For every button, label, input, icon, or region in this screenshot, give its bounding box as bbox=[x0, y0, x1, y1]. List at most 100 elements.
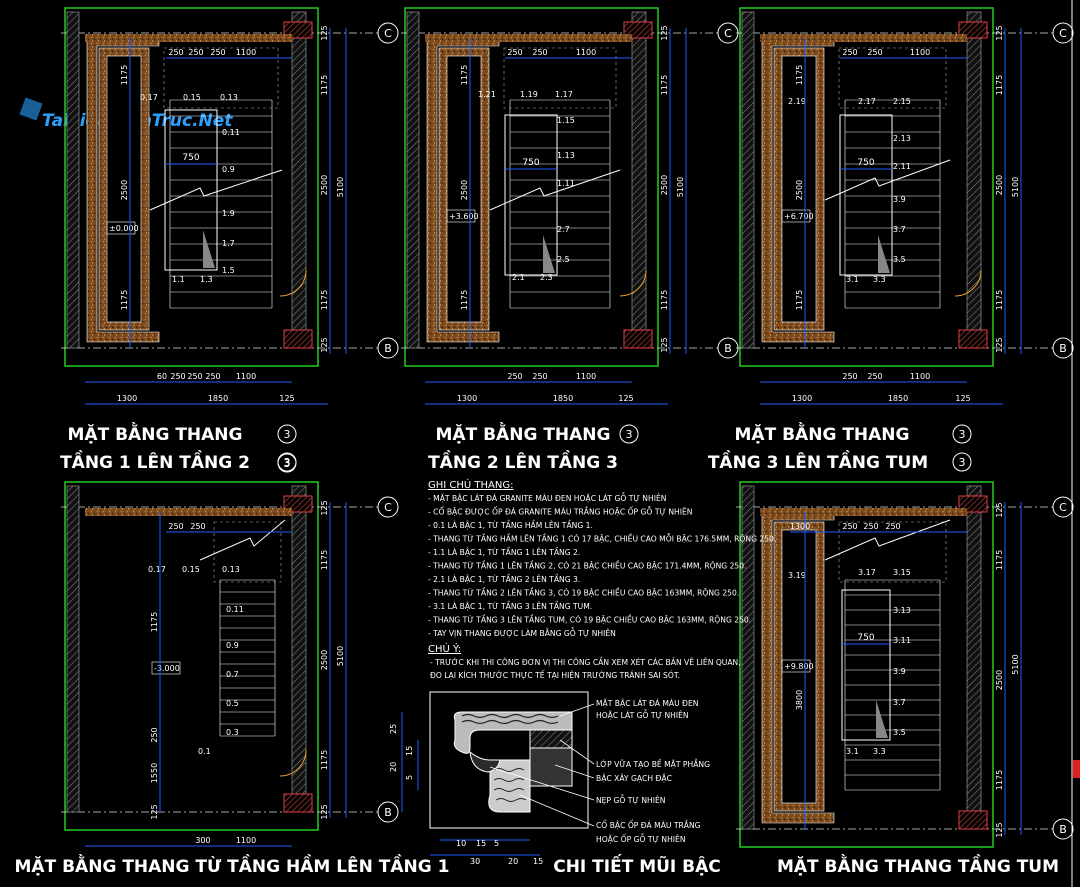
dim-top: 250 bbox=[507, 48, 522, 57]
column-bottom bbox=[623, 329, 653, 349]
step-label: 1.7 bbox=[222, 239, 235, 248]
step-label: 1.13 bbox=[557, 151, 575, 160]
break-line bbox=[824, 519, 951, 561]
note-item: - THANG TỪ TẦNG 3 LÊN TẦNG TUM, CÓ 19 BẬ… bbox=[428, 615, 751, 625]
step-label: 3.15 bbox=[893, 568, 911, 577]
well-dim: 750 bbox=[857, 158, 874, 168]
dim-top: 250 bbox=[842, 48, 857, 57]
red-marker bbox=[1073, 760, 1080, 778]
void bbox=[106, 55, 142, 323]
terrazzo-top bbox=[85, 34, 292, 42]
title-p2-line2: TẦNG 2 LÊN TẦNG 3 bbox=[428, 449, 618, 473]
axis-bubble-label: B bbox=[384, 806, 392, 819]
dim-top: 250 bbox=[210, 48, 225, 57]
handrail-fill bbox=[543, 235, 555, 273]
svg-text:3: 3 bbox=[959, 456, 966, 469]
note-item: - MẶT BẬC LÁT ĐÁ GRANITE MÀU ĐEN HOẶC LÁ… bbox=[428, 493, 666, 503]
step-label: 0.13 bbox=[220, 93, 238, 102]
detail-label-4: BẬC XÂY GẠCH ĐẶC bbox=[596, 774, 672, 783]
detail-label-7: HOẶC ỐP GỖ TỰ NHIÊN bbox=[596, 834, 686, 844]
detail-dim-b4: 30 bbox=[470, 857, 480, 866]
dim-right: 125 bbox=[660, 337, 669, 352]
step-label: 3.7 bbox=[893, 225, 906, 234]
stair-nosing-detail: MẶT BẬC LÁT ĐÁ MÀU ĐEN HOẶC LÁT GỖ TỰ NH… bbox=[389, 691, 710, 866]
dim-bottom-1: 250 bbox=[205, 372, 220, 381]
door-swing bbox=[954, 269, 982, 297]
axis-bubble bbox=[377, 496, 399, 518]
dim-left: 1550 bbox=[150, 763, 159, 783]
detail-title: CHI TIẾT MŨI BẬC bbox=[553, 853, 721, 877]
level-label: +6.700 bbox=[784, 212, 814, 221]
dim-top: 250 bbox=[863, 522, 878, 531]
step-label: 0.9 bbox=[226, 641, 239, 650]
step-label: 1.5 bbox=[222, 266, 235, 275]
dim-right: 125 bbox=[995, 25, 1004, 40]
step-label: 1.19 bbox=[520, 90, 538, 99]
axis-bubble bbox=[1052, 337, 1074, 359]
break-line bbox=[824, 159, 951, 201]
axis-bubble-label: B bbox=[1059, 823, 1067, 836]
level-box bbox=[151, 661, 181, 675]
step-label: 3.1 bbox=[846, 275, 859, 284]
dim-bottom-1: 250 bbox=[170, 372, 185, 381]
axis-bubble bbox=[1052, 818, 1074, 840]
dim-bottom-2: 1850 bbox=[553, 394, 573, 403]
stair-well bbox=[164, 109, 218, 271]
stair-well bbox=[839, 114, 893, 276]
svg-text:3: 3 bbox=[284, 457, 291, 470]
bubble-p3-a: 3 bbox=[952, 424, 972, 444]
dim-right: 1175 bbox=[320, 750, 329, 770]
dim-left: 1175 bbox=[795, 65, 804, 85]
detail-dim-b3: 5 bbox=[494, 839, 499, 848]
caution-item: - TRƯỚC KHI THI CÔNG ĐƠN VỊ THI CÔNG CẦN… bbox=[430, 657, 741, 667]
axis-bubble-label: C bbox=[1059, 501, 1067, 514]
dim-left: 2500 bbox=[460, 180, 469, 200]
upper-flight-dashed bbox=[213, 521, 282, 583]
title-p1-line2: TẦNG 1 LÊN TẦNG 2 bbox=[60, 449, 250, 473]
dim-right: 1175 bbox=[995, 770, 1004, 790]
step-label: 2.11 bbox=[893, 162, 911, 171]
step-label: 2.7 bbox=[557, 225, 570, 234]
axis-bubble bbox=[377, 22, 399, 44]
axis-bubble bbox=[1052, 496, 1074, 518]
level-label: +9.800 bbox=[784, 662, 814, 671]
column-bottom bbox=[958, 810, 988, 830]
dim-top: 250 bbox=[885, 522, 900, 531]
dim-bottom-2: 1850 bbox=[888, 394, 908, 403]
dim-bottom-2: 1300 bbox=[792, 394, 812, 403]
step-label: 0.9 bbox=[222, 165, 235, 174]
level-box bbox=[781, 209, 811, 223]
dim-left: 1175 bbox=[120, 65, 129, 85]
dim-bottom-1: 250 bbox=[867, 372, 882, 381]
dim-right: 125 bbox=[320, 337, 329, 352]
plan-frame bbox=[739, 7, 994, 367]
detail-dim-left-1: 25 bbox=[389, 724, 398, 734]
wall-right bbox=[631, 11, 647, 349]
axis-bubble bbox=[377, 801, 399, 823]
dim-bottom-1: 250 bbox=[507, 372, 522, 381]
dim-top: 1100 bbox=[576, 48, 596, 57]
dim-right: 1175 bbox=[660, 75, 669, 95]
wall-left bbox=[66, 11, 80, 349]
dim-right: 125 bbox=[995, 822, 1004, 837]
dim-bottom-1: 1100 bbox=[576, 372, 596, 381]
dim-top: 250 bbox=[867, 48, 882, 57]
bubble-p1-a: 3 bbox=[277, 424, 297, 444]
upper-flight-dashed bbox=[163, 47, 279, 109]
dim-bottom-1: 250 bbox=[842, 372, 857, 381]
dim-right: 1175 bbox=[320, 75, 329, 95]
dim-left: 2500 bbox=[120, 180, 129, 200]
dim-right: 2500 bbox=[995, 670, 1004, 690]
step-label: 3.1 bbox=[846, 747, 859, 756]
step-label: 3.9 bbox=[893, 195, 906, 204]
dim-left: 250 bbox=[150, 727, 159, 742]
stair-well bbox=[841, 589, 891, 741]
caution-item: ĐO LẠI KÍCH THƯỚC THỰC TẾ TẠI HIỆN TRƯỜN… bbox=[430, 670, 680, 680]
dim-right: 125 bbox=[995, 502, 1004, 517]
dim-right-total: 5100 bbox=[676, 177, 685, 197]
plan-frame bbox=[64, 7, 319, 367]
dim-right: 1175 bbox=[320, 550, 329, 570]
break-line bbox=[149, 169, 283, 211]
